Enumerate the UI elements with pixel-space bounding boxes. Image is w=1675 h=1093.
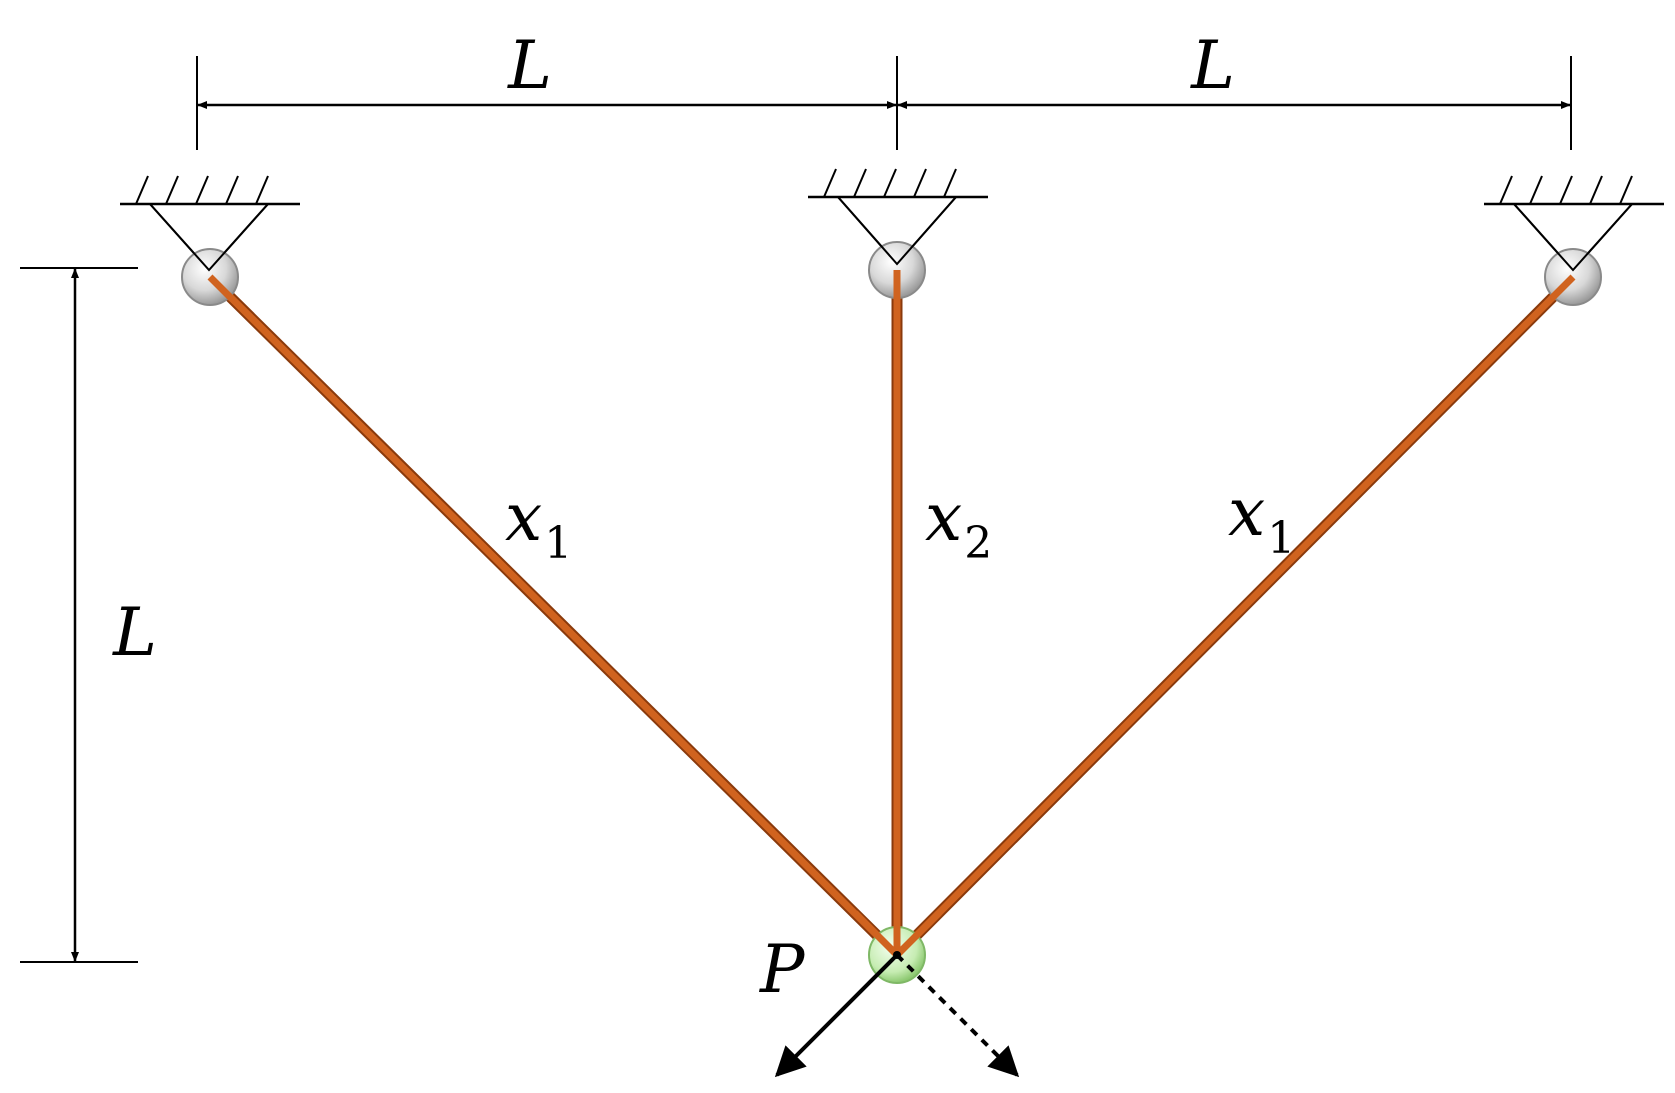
dim-label-top-left: L xyxy=(507,27,552,104)
dim-label-top-right: L xyxy=(1190,27,1235,104)
truss-bars xyxy=(204,264,1579,961)
bar-label-left: x1 xyxy=(505,479,572,569)
left-dimension: L xyxy=(20,267,157,963)
bar-label-right: x1 xyxy=(1228,474,1295,564)
dim-label-left: L xyxy=(112,594,157,671)
load-label: P xyxy=(759,931,806,1008)
bar-label-middle: x2 xyxy=(925,479,992,569)
top-dimension: L L xyxy=(196,27,1572,150)
force-arrow-icon xyxy=(774,953,1020,1078)
